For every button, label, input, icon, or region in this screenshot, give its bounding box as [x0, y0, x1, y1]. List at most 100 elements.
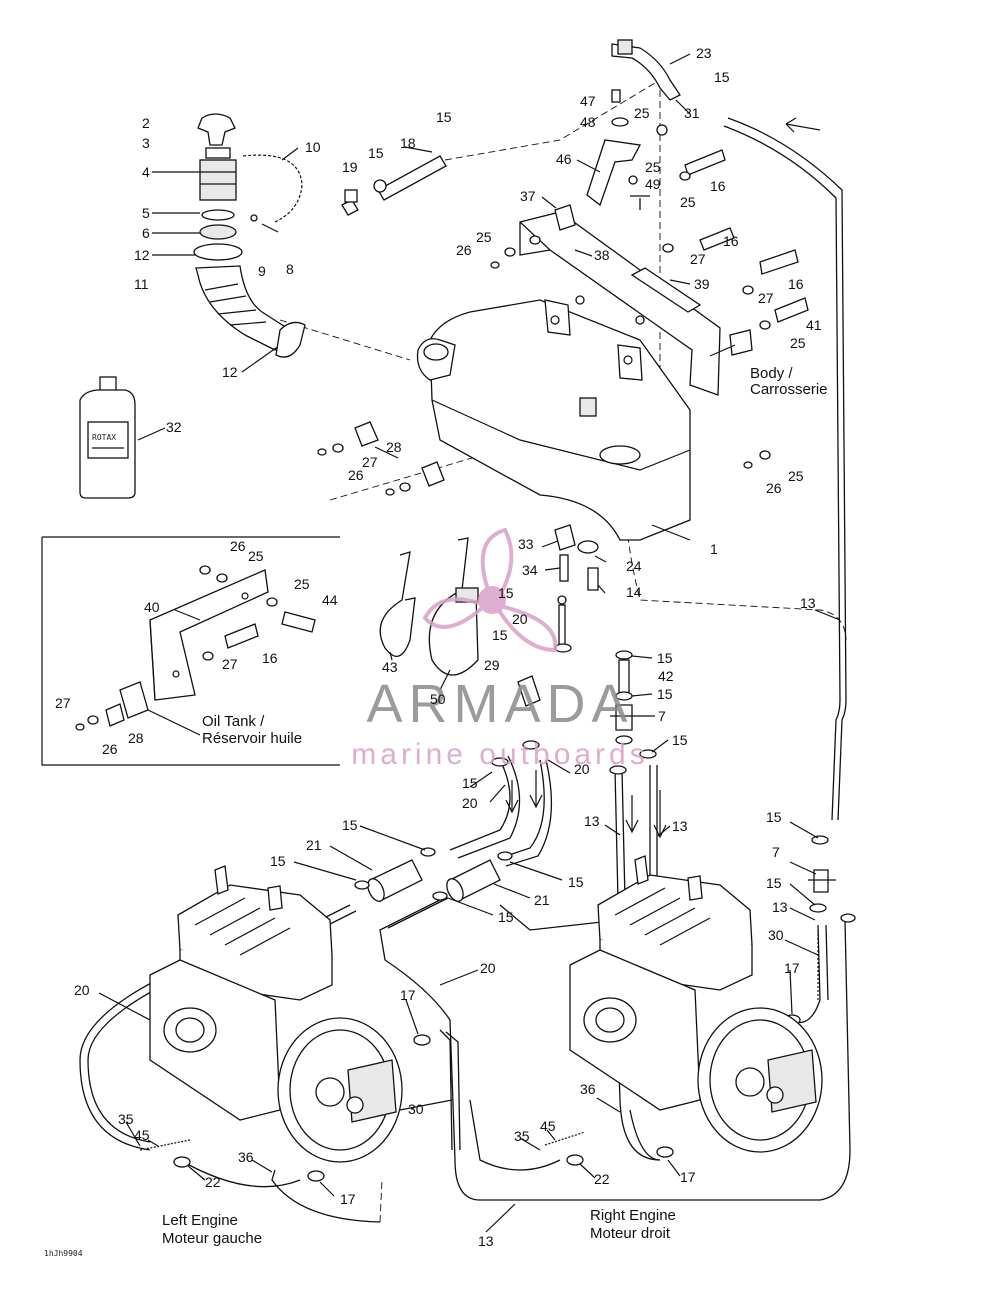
watermark-logo-icon — [422, 527, 558, 653]
part-label: 40 — [144, 599, 160, 615]
part-label: 27 — [222, 656, 238, 672]
part-label: 26 — [230, 538, 246, 554]
part-label: 22 — [205, 1174, 221, 1190]
part-label: 25 — [788, 468, 804, 484]
part-label: 43 — [382, 659, 398, 675]
part-label: 25 — [634, 105, 650, 121]
center-fittings — [491, 524, 657, 775]
part-label: 49 — [645, 176, 661, 192]
body-caption-fr: Carrosserie — [750, 381, 828, 398]
part-label: 10 — [305, 139, 321, 155]
left-engine-caption-fr: Moteur gauche — [162, 1230, 262, 1247]
part-label: 16 — [710, 178, 726, 194]
right-engine-caption-en: Right Engine — [590, 1207, 676, 1224]
part-label: 39 — [694, 276, 710, 292]
tie-straps — [379, 537, 479, 676]
vent-parts — [341, 39, 735, 253]
part-label: 17 — [680, 1169, 696, 1185]
part-label: 13 — [584, 813, 600, 829]
part-label: 15 — [766, 875, 782, 891]
part-label: 20 — [462, 795, 478, 811]
part-label: 18 — [400, 135, 416, 151]
tank-fasteners — [317, 421, 771, 496]
part-label: 15 — [462, 775, 478, 791]
watermark: ARMADA marine outboards — [351, 527, 648, 771]
part-label: 27 — [690, 251, 706, 267]
oil-tank — [416, 299, 691, 541]
part-label: 15 — [498, 585, 514, 601]
part-label: 20 — [574, 761, 590, 777]
watermark-tagline: marine outboards — [351, 738, 648, 771]
part-label: 42 — [658, 668, 674, 684]
part-label: 38 — [594, 247, 610, 263]
part-label: 12 — [222, 364, 238, 380]
body-caption-en: Body / — [750, 365, 793, 382]
part-label: 11 — [134, 276, 149, 292]
part-label: 32 — [166, 419, 182, 435]
part-label: 25 — [680, 194, 696, 210]
oil-tank-caption-fr: Réservoir huile — [202, 730, 302, 747]
part-label: 16 — [788, 276, 804, 292]
part-label: 13 — [800, 595, 816, 611]
part-label: 45 — [134, 1127, 150, 1143]
part-label: 8 — [286, 261, 294, 277]
part-label: 44 — [322, 592, 338, 608]
inset-bracket — [41, 536, 340, 766]
part-label: 15 — [766, 809, 782, 825]
springs-and-clamps — [139, 1034, 674, 1182]
part-label: 27 — [55, 695, 71, 711]
part-label: 19 — [342, 159, 358, 175]
part-label: 17 — [784, 960, 800, 976]
part-label: 7 — [658, 708, 666, 724]
part-label: 15 — [342, 817, 358, 833]
part-label: 25 — [645, 159, 661, 175]
bottle-brand: ROTAX — [92, 433, 116, 442]
part-label: 21 — [534, 892, 550, 908]
part-label: 15 — [568, 874, 584, 890]
part-label: 7 — [772, 844, 780, 860]
part-label: 21 — [306, 837, 322, 853]
part-label: 36 — [238, 1149, 254, 1165]
part-label: 13 — [672, 818, 688, 834]
part-label: 26 — [766, 480, 782, 496]
leader-lines — [98, 53, 841, 1233]
part-label: 5 — [142, 205, 150, 221]
part-label: 17 — [340, 1191, 356, 1207]
part-label: 15 — [270, 853, 286, 869]
drawing-code: 1hJh9904 — [44, 1249, 83, 1258]
part-label: 20 — [74, 982, 90, 998]
part-label: 6 — [142, 225, 150, 241]
part-label: 45 — [540, 1118, 556, 1134]
part-label: 15 — [714, 69, 730, 85]
part-label: 48 — [580, 114, 596, 130]
watermark-brand: ARMADA — [366, 674, 633, 734]
part-label: 25 — [476, 229, 492, 245]
part-label: 41 — [806, 317, 822, 333]
part-label: 31 — [684, 105, 700, 121]
part-label: 1 — [710, 541, 718, 557]
part-label: 3 — [142, 135, 150, 151]
part-label: 14 — [626, 584, 642, 600]
part-label: 16 — [723, 233, 739, 249]
bracket-assembly — [490, 204, 809, 396]
part-label: 29 — [484, 657, 500, 673]
right-engine-caption-fr: Moteur droit — [590, 1225, 671, 1242]
captions: Body / Carrosserie Oil Tank / Réservoir … — [44, 365, 828, 1258]
fuel-filters — [354, 847, 513, 902]
part-label: 50 — [430, 691, 446, 707]
part-label: 34 — [522, 562, 538, 578]
part-label: 12 — [134, 247, 150, 263]
part-label: 17 — [400, 987, 416, 1003]
part-label: 33 — [518, 536, 534, 552]
part-label: 26 — [348, 467, 364, 483]
part-label: 27 — [362, 454, 378, 470]
part-label: 25 — [790, 335, 806, 351]
watermark-logo-hub — [478, 586, 506, 614]
part-label: 15 — [436, 109, 452, 125]
part-label: 27 — [758, 290, 774, 306]
part-label: 37 — [520, 188, 536, 204]
part-label: 25 — [248, 548, 264, 564]
part-label: 25 — [294, 576, 310, 592]
right-engine — [569, 855, 823, 1153]
part-label: 30 — [768, 927, 784, 943]
